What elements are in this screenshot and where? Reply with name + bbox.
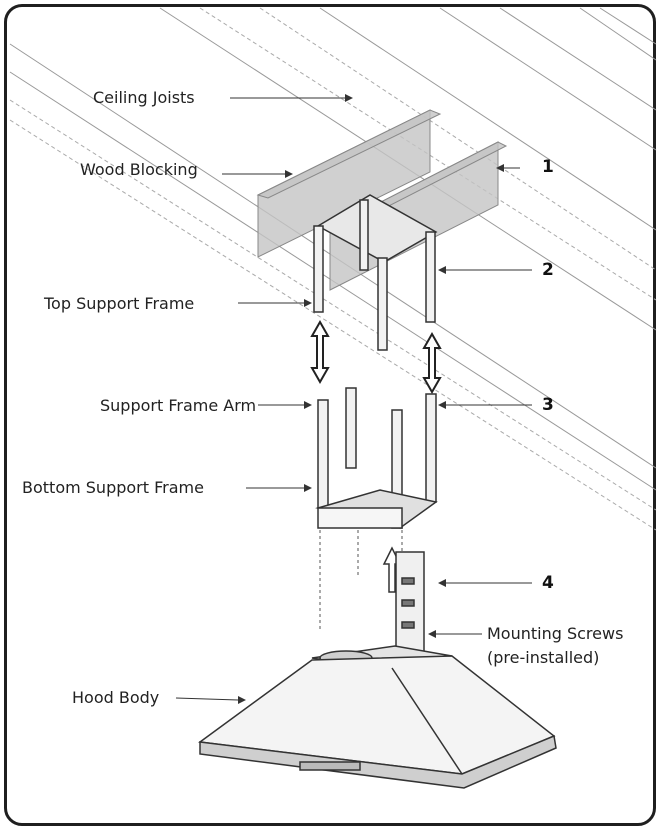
label-ceiling-joists: Ceiling Joists <box>93 88 195 107</box>
ceiling-dashed-lines <box>9 7 657 531</box>
chimney-slot <box>401 577 415 585</box>
top-support-frame <box>313 194 438 351</box>
top-frame-post <box>377 257 388 351</box>
ceiling-dashed-line <box>199 7 657 301</box>
leader-line <box>175 697 239 701</box>
ceiling-dashed-line <box>9 99 657 511</box>
label-bottom-support-frame: Bottom Support Frame <box>22 478 204 497</box>
bottom-frame-base <box>317 507 403 529</box>
step-number-1: 1 <box>542 157 554 177</box>
leader-lines <box>175 97 532 701</box>
ceiling-dashed-line <box>9 119 657 531</box>
arrowhead <box>428 630 436 638</box>
hood-control-panel <box>299 761 361 771</box>
step-number-3: 3 <box>542 395 554 415</box>
top-frame-post <box>359 199 369 271</box>
top-frame-post <box>313 225 324 313</box>
arrowhead <box>438 579 446 587</box>
double-arrow-right <box>422 331 442 395</box>
arrowhead <box>438 266 446 274</box>
label-mounting-screws: Mounting Screws <box>487 624 624 643</box>
ceiling-dashed-line <box>259 7 657 271</box>
chimney-slot <box>401 621 415 629</box>
support-arm <box>345 387 357 469</box>
hood-rim <box>199 734 557 789</box>
arrowhead <box>285 170 293 178</box>
leader-arrowheads <box>238 94 504 704</box>
ceiling-line <box>599 7 657 45</box>
hood-edge <box>391 667 463 775</box>
arrowhead <box>438 401 446 409</box>
arrowhead <box>304 401 312 409</box>
arrowhead <box>238 696 246 704</box>
ceiling-line <box>319 7 657 231</box>
step-number-2: 2 <box>542 260 554 280</box>
arrowhead <box>304 299 312 307</box>
double-arrow-left <box>310 319 330 385</box>
bottom-support-frame <box>315 387 438 529</box>
top-frame-post <box>425 231 436 323</box>
step-number-4: 4 <box>542 573 554 593</box>
label-hood-body: Hood Body <box>72 688 160 707</box>
wood-block-left-top <box>256 109 442 199</box>
support-arm <box>317 399 329 509</box>
label-wood-blocking: Wood Blocking <box>80 160 198 179</box>
label-top-support-frame: Top Support Frame <box>44 294 195 313</box>
chimney-section <box>395 551 425 665</box>
diagram-border <box>4 4 656 826</box>
chimney <box>382 546 425 665</box>
arrowhead <box>345 94 353 102</box>
label-support-frame-arm: Support Frame Arm <box>100 396 257 415</box>
hood-body <box>198 645 557 789</box>
ceiling-line <box>499 7 657 111</box>
ceiling-line <box>579 7 657 61</box>
support-arm <box>425 393 437 503</box>
chimney-slot <box>401 599 415 607</box>
arrowhead <box>304 484 312 492</box>
frame-arrows <box>310 319 442 395</box>
label-pre-installed: (pre-installed) <box>487 648 600 667</box>
arrowhead <box>496 164 504 172</box>
ceiling-line <box>439 7 657 151</box>
